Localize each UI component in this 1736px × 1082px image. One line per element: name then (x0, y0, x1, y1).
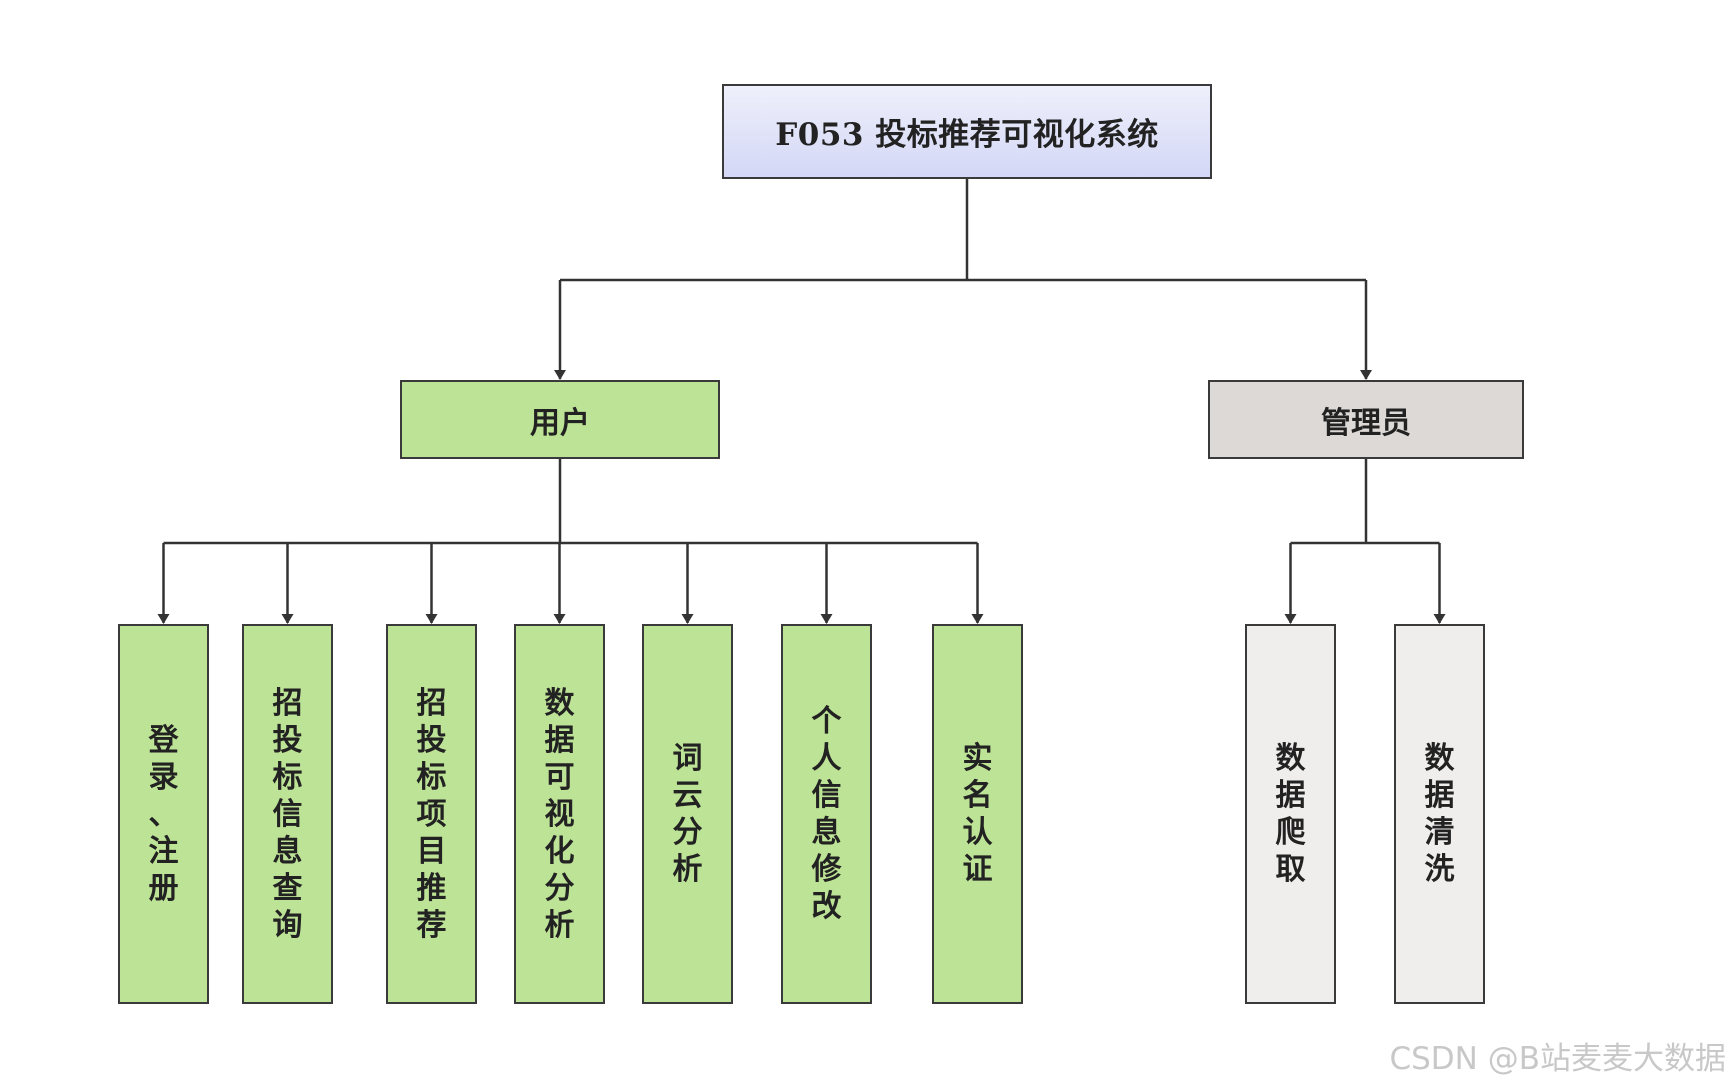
leaf-char: 云 (672, 778, 703, 813)
leaf-node-bid-project-recommend: 招投标项目推荐 (386, 624, 477, 1004)
leaf-char: 标 (272, 759, 303, 795)
leaf-char: 登 (148, 722, 179, 758)
watermark-text: CSDN @B站麦麦大数据 (1389, 1041, 1726, 1077)
leaf-char: 册 (148, 870, 179, 906)
leaf-char: 可 (544, 759, 575, 795)
leaf-char: 据 (1275, 778, 1306, 813)
role-label-user: 用户 (530, 405, 590, 441)
leaf-char: 目 (416, 833, 447, 869)
leaf-char: 实 (962, 741, 993, 776)
leaf-char: 信 (811, 778, 842, 813)
leaf-char: 析 (544, 907, 575, 943)
leaf-char: 人 (811, 741, 842, 776)
leaf-char: 查 (272, 870, 303, 906)
leaf-char: 录 (148, 759, 179, 795)
leaf-char: 投 (416, 722, 447, 758)
leaf-char: 分 (672, 815, 703, 850)
leaf-char: 注 (148, 833, 179, 869)
leaf-char: 数 (1424, 741, 1455, 776)
leaf-char: 名 (962, 778, 993, 813)
leaf-node-data-crawl: 数据爬取 (1245, 624, 1336, 1004)
leaf-char: 信 (272, 796, 303, 832)
leaf-char: 数 (544, 685, 575, 721)
leaf-char: 证 (962, 852, 993, 887)
leaf-node-wordcloud-analysis: 词云分析 (642, 624, 733, 1004)
leaf-char: 项 (416, 796, 447, 832)
leaf-char: 据 (544, 722, 575, 758)
leaf-node-login-register: 登录、注册 (118, 624, 209, 1004)
root-label: F053 投标推荐可视化系统 (775, 117, 1159, 153)
leaf-char: 爬 (1275, 815, 1306, 850)
leaf-char: 清 (1424, 815, 1455, 850)
leaf-char: 个 (811, 704, 842, 739)
leaf-char: 询 (272, 907, 303, 943)
leaf-char: 推 (416, 870, 447, 906)
leaf-char: 据 (1424, 778, 1455, 813)
leaf-char: 招 (272, 685, 303, 721)
leaf-char: 化 (544, 833, 575, 869)
leaf-char: 荐 (416, 907, 447, 943)
leaf-node-data-clean: 数据清洗 (1394, 624, 1485, 1004)
root-node: F053 投标推荐可视化系统 (722, 84, 1212, 179)
leaf-char: 修 (811, 852, 842, 887)
leaf-char: 投 (272, 722, 303, 758)
leaf-char: 取 (1275, 852, 1306, 887)
leaf-char: 视 (544, 796, 575, 832)
leaf-char: 标 (416, 759, 447, 795)
role-label-admin: 管理员 (1321, 405, 1411, 441)
leaf-char: 认 (962, 815, 993, 850)
leaf-char: 词 (672, 741, 703, 776)
leaf-node-data-visual-analysis: 数据可视化分析 (514, 624, 605, 1004)
leaf-char: 析 (672, 852, 703, 887)
leaf-char: 改 (811, 889, 842, 924)
leaf-char: 数 (1275, 741, 1306, 776)
leaf-char: 息 (272, 833, 303, 869)
leaf-char: 分 (544, 870, 575, 906)
leaf-node-profile-edit: 个人信息修改 (781, 624, 872, 1004)
leaf-char: 招 (416, 685, 447, 721)
leaf-char: 洗 (1424, 852, 1455, 887)
leaf-char: 、 (148, 796, 179, 832)
leaf-node-bid-info-query: 招投标信息查询 (242, 624, 333, 1004)
role-node-admin: 管理员 (1208, 380, 1524, 459)
leaf-node-realname-auth: 实名认证 (932, 624, 1023, 1004)
role-node-user: 用户 (400, 380, 720, 459)
leaf-char: 息 (811, 815, 842, 850)
